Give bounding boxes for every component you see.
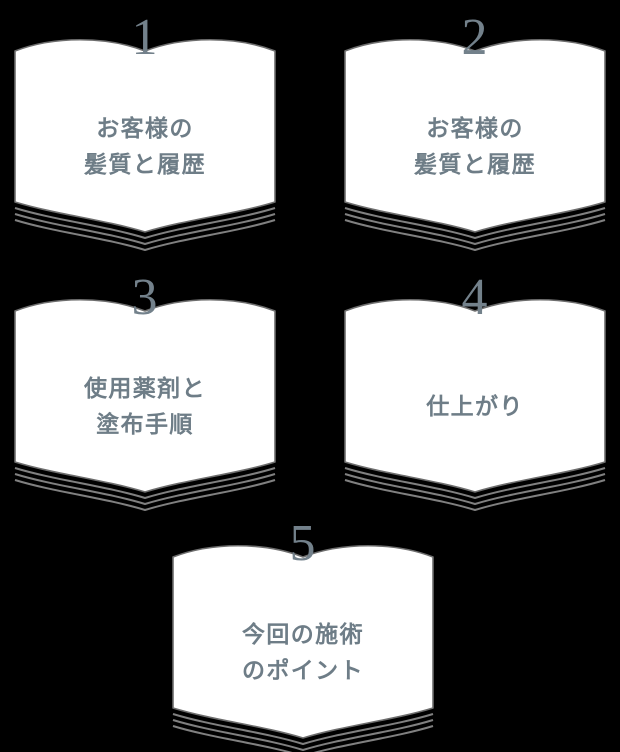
book-card-2[interactable]: 2 お客様の 髪質と履歴 xyxy=(344,12,606,252)
open-book-icon xyxy=(14,38,276,252)
book-card-3[interactable]: 3 使用薬剤と 塗布手順 xyxy=(14,272,276,512)
open-book-icon xyxy=(14,298,276,512)
book-card-4[interactable]: 4 仕上がり xyxy=(344,272,606,512)
open-book-icon xyxy=(344,38,606,252)
book-card-5[interactable]: 5 今回の施術 のポイント xyxy=(172,518,434,752)
open-book-icon xyxy=(172,544,434,752)
book-card-1[interactable]: 1 お客様の 髪質と履歴 xyxy=(14,12,276,252)
open-book-icon xyxy=(344,298,606,512)
